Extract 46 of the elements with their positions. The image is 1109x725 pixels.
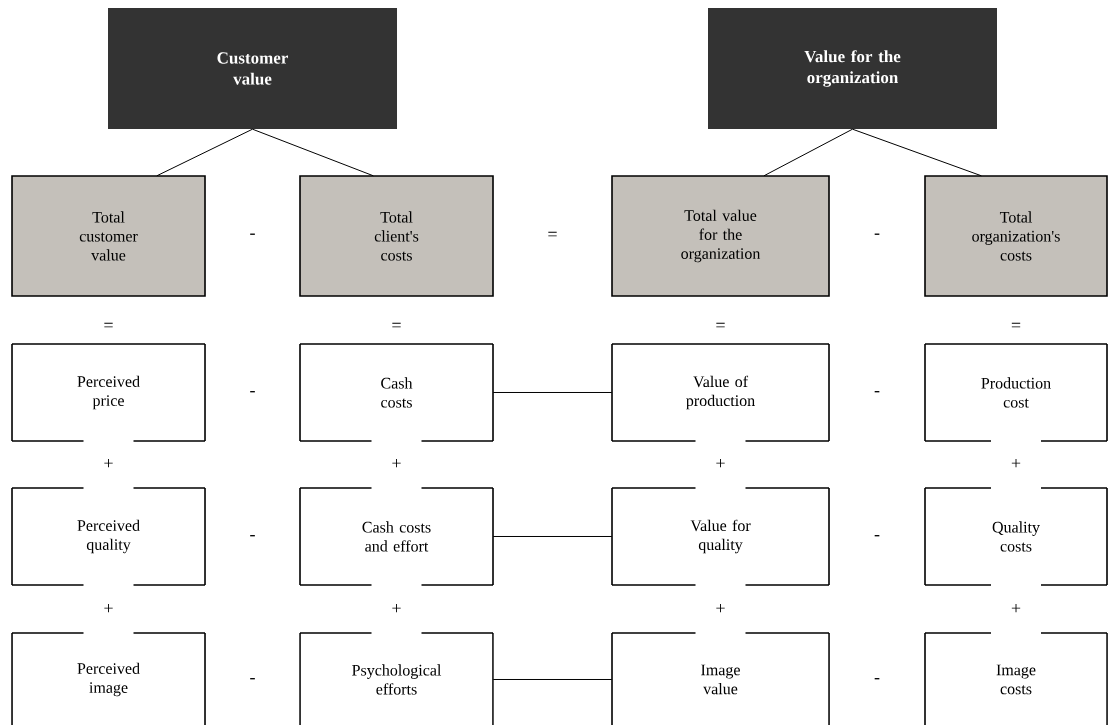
total-box: Total organization's costs (924, 175, 1108, 297)
component-box: Value for quality (611, 487, 830, 586)
component-box: Cash costs and effort (299, 487, 494, 586)
operator-sign: - (874, 391, 880, 393)
component-box: Production cost (924, 343, 1108, 442)
component-box: Psychological efforts (299, 632, 494, 725)
operator-sign: = (548, 231, 557, 237)
operator-sign: + (392, 603, 401, 613)
component-box: Quality costs (924, 487, 1108, 586)
total-box: Total value for the organization (611, 175, 830, 297)
operator-sign: - (250, 391, 255, 393)
component-box: Value of production (611, 343, 830, 442)
operator-sign: + (104, 458, 113, 468)
connector-line (252, 128, 374, 177)
heading-box: Value for the organization (708, 8, 997, 129)
operator-sign: - (874, 535, 880, 537)
component-box: Cash costs (299, 343, 494, 442)
operator-sign: - (874, 233, 880, 235)
operator-sign: - (250, 535, 255, 537)
heading-box: Customer value (108, 8, 397, 129)
total-box: Total client's costs (299, 175, 494, 297)
operator-sign: + (392, 458, 401, 468)
connector-line (492, 679, 613, 680)
operator-sign: = (104, 322, 113, 328)
component-box: Image value (611, 632, 830, 725)
operator-sign: + (1011, 603, 1021, 613)
operator-sign: - (250, 233, 255, 235)
connector-line (492, 536, 613, 537)
component-box: Image costs (924, 632, 1108, 725)
connector-line (492, 392, 613, 393)
component-box: Perceived image (11, 632, 206, 725)
connector-line (156, 128, 253, 177)
operator-sign: - (874, 678, 880, 680)
operator-sign: = (1011, 322, 1021, 328)
operator-sign: + (716, 603, 725, 613)
component-box: Perceived quality (11, 487, 206, 586)
operator-sign: - (250, 678, 255, 680)
operator-sign: + (104, 603, 113, 613)
operator-sign: = (392, 322, 401, 328)
total-box: Total customer value (11, 175, 206, 297)
connector-line (763, 128, 853, 177)
operator-sign: + (716, 458, 725, 468)
connector-line (852, 128, 982, 177)
operator-sign: = (716, 322, 725, 328)
operator-sign: + (1011, 458, 1021, 468)
component-box: Perceived price (11, 343, 206, 442)
